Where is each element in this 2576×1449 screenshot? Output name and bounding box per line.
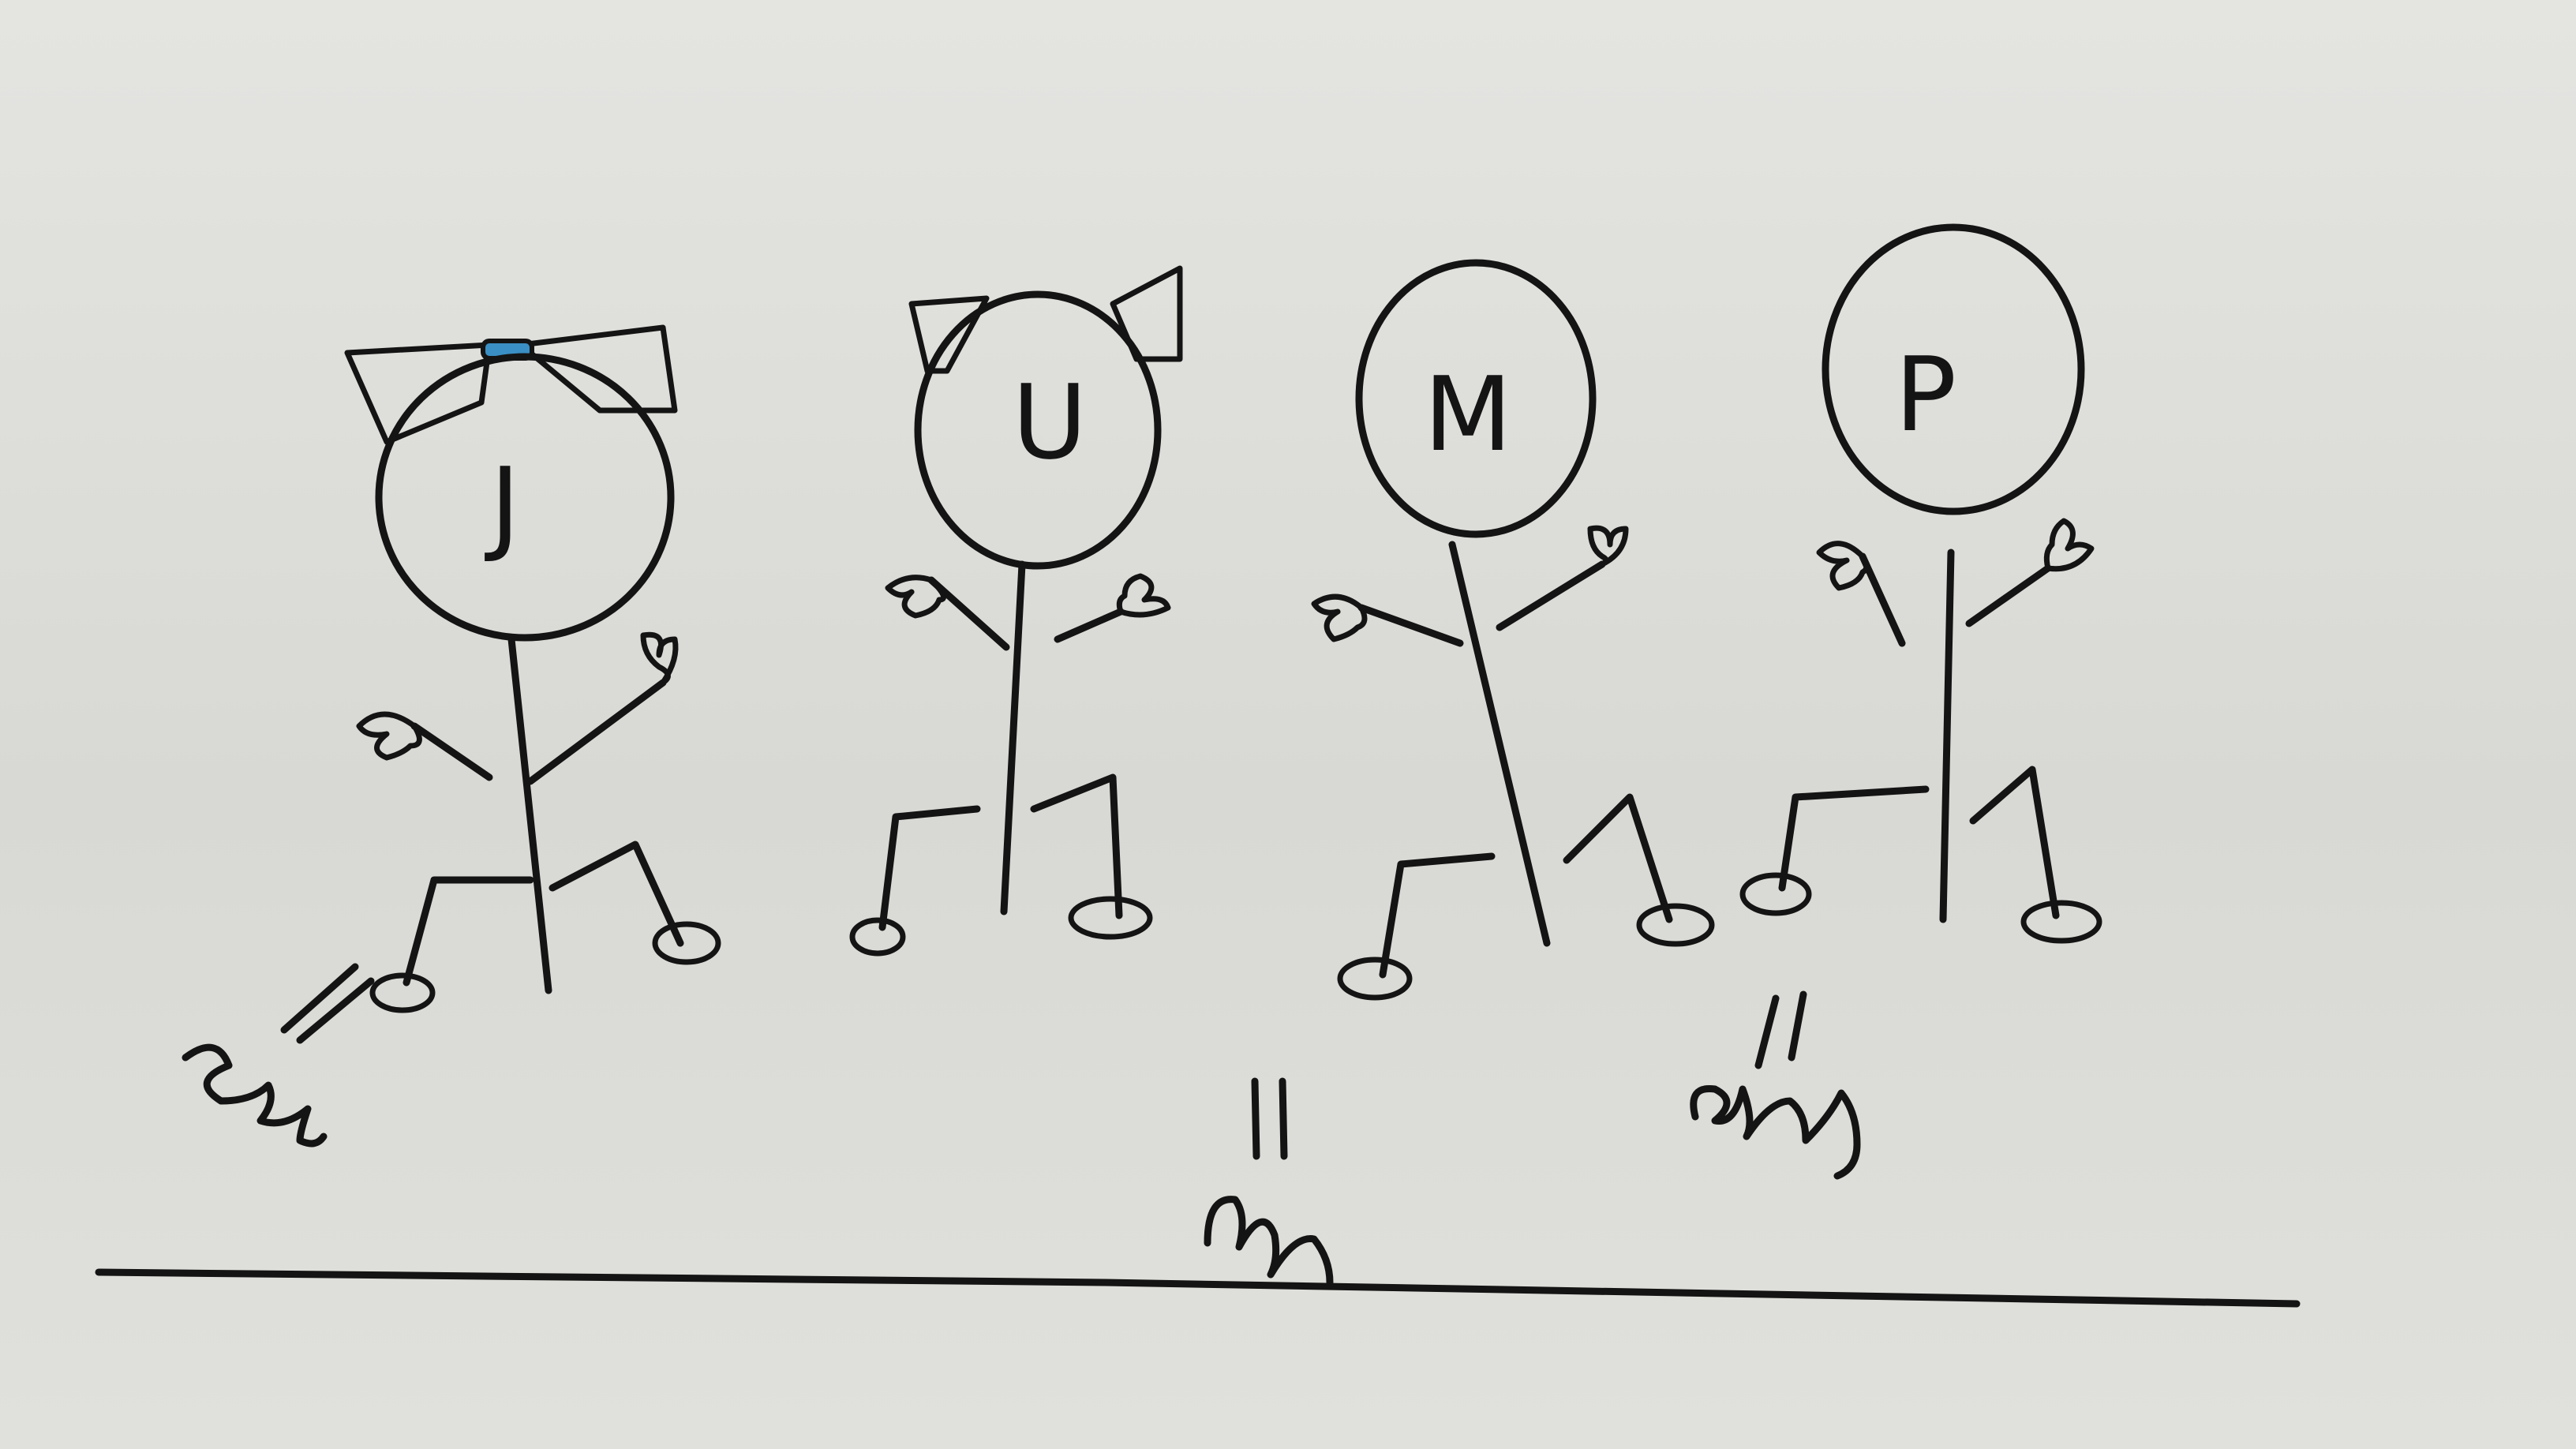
figure-j: J <box>182 324 721 1148</box>
letter-u: U <box>1012 362 1087 482</box>
under-p <box>1690 990 1861 1180</box>
figure-m: M <box>1204 259 1715 1286</box>
head-j <box>375 353 675 642</box>
figure-u: U <box>849 265 1183 957</box>
head-m <box>1355 259 1597 538</box>
bow-left <box>344 342 492 445</box>
letter-p: P <box>1895 335 1956 455</box>
under-m <box>1204 1077 1334 1286</box>
letter-j: J <box>485 445 520 565</box>
squiggle-lines <box>182 963 375 1148</box>
figure-p: P <box>1690 223 2102 1180</box>
bow-right <box>518 324 678 414</box>
letter-m: M <box>1424 354 1512 474</box>
head-u <box>914 290 1162 570</box>
head-p <box>1822 223 2085 515</box>
ground-line <box>95 1268 2301 1308</box>
ear-left <box>908 295 990 374</box>
